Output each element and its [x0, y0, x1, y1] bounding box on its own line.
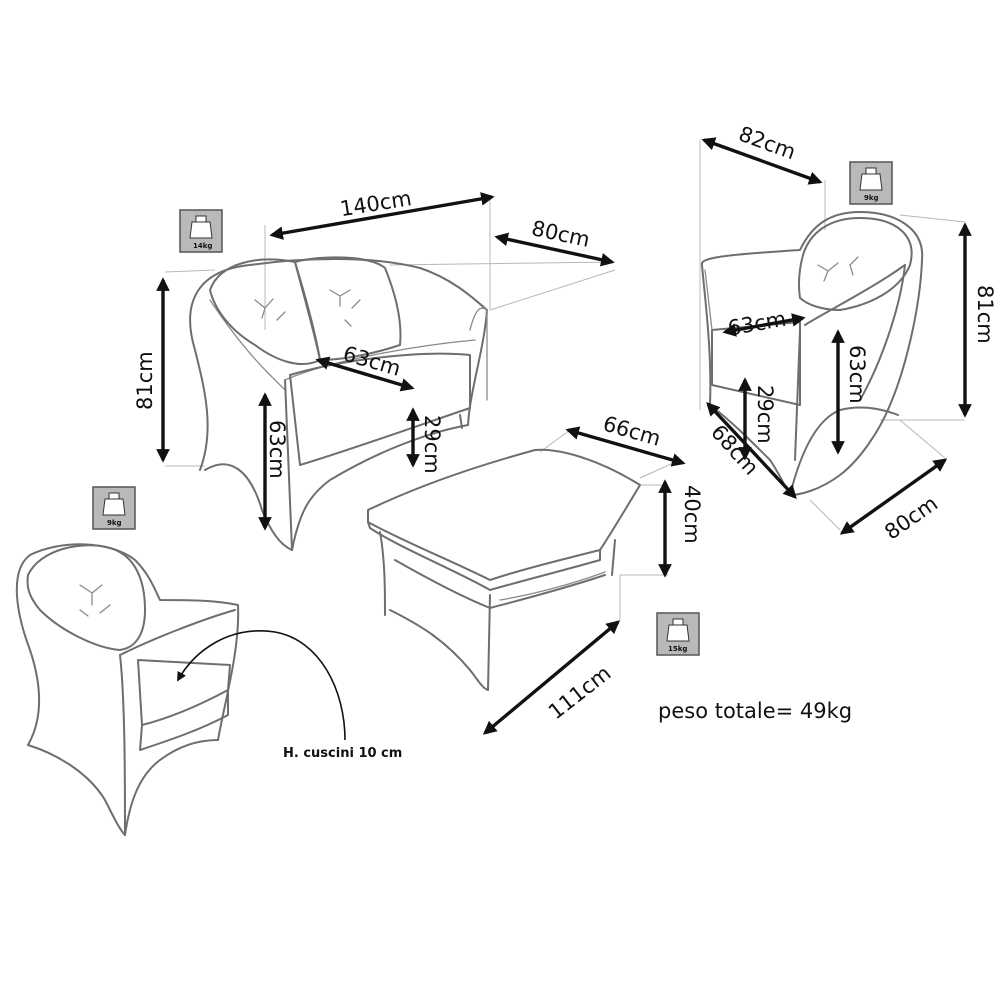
- cushion-height-arrow: [177, 630, 346, 741]
- armchair-right-seat-height-label: 29cm: [753, 385, 777, 444]
- cushion-height-note: H. cuscini 10 cm: [283, 746, 402, 761]
- sofa-height-label: 81cm: [133, 351, 157, 410]
- sofa-arm-height-label: 63cm: [265, 420, 289, 479]
- total-weight: peso totale= 49kg: [658, 699, 852, 723]
- table-weight-label: 15kg: [668, 645, 687, 653]
- table-height-label: 40cm: [680, 485, 704, 544]
- armchair-left-annotations: H. cuscini 10 cm 9kg: [92, 486, 402, 761]
- sofa-weight-label: 14kg: [193, 242, 212, 250]
- table-width-label: 66cm: [600, 412, 663, 451]
- armchair-right-height-label: 81cm: [973, 285, 997, 344]
- armchair-right-dimensions: 82cm 81cm 63cm 63cm 29cm 68cm 80cm 9kg: [701, 122, 997, 544]
- armchair-right-weight-icon: 9kg: [849, 161, 893, 205]
- armchair-right-weight-label: 9kg: [864, 194, 879, 202]
- armchair-right-seat-depth-label: 63cm: [726, 307, 788, 341]
- table-length-label: 111cm: [544, 661, 616, 724]
- armchair-left-weight-icon: 9kg: [92, 486, 136, 530]
- armchair-right-width-label: 82cm: [735, 122, 798, 165]
- armchair-right-arm-height-label: 63cm: [845, 345, 869, 404]
- table-drawing: [367, 429, 681, 691]
- sofa-weight-icon: 14kg: [179, 209, 223, 253]
- armchair-left-drawing: [15, 543, 240, 836]
- table-weight-icon: 15kg: [656, 612, 700, 656]
- sofa-dimensions: 140cm 80cm 81cm 63cm 63cm 29cm 14kg: [133, 186, 615, 531]
- armchair-left-weight-label: 9kg: [107, 519, 122, 527]
- sofa-seat-height-label: 29cm: [420, 415, 444, 474]
